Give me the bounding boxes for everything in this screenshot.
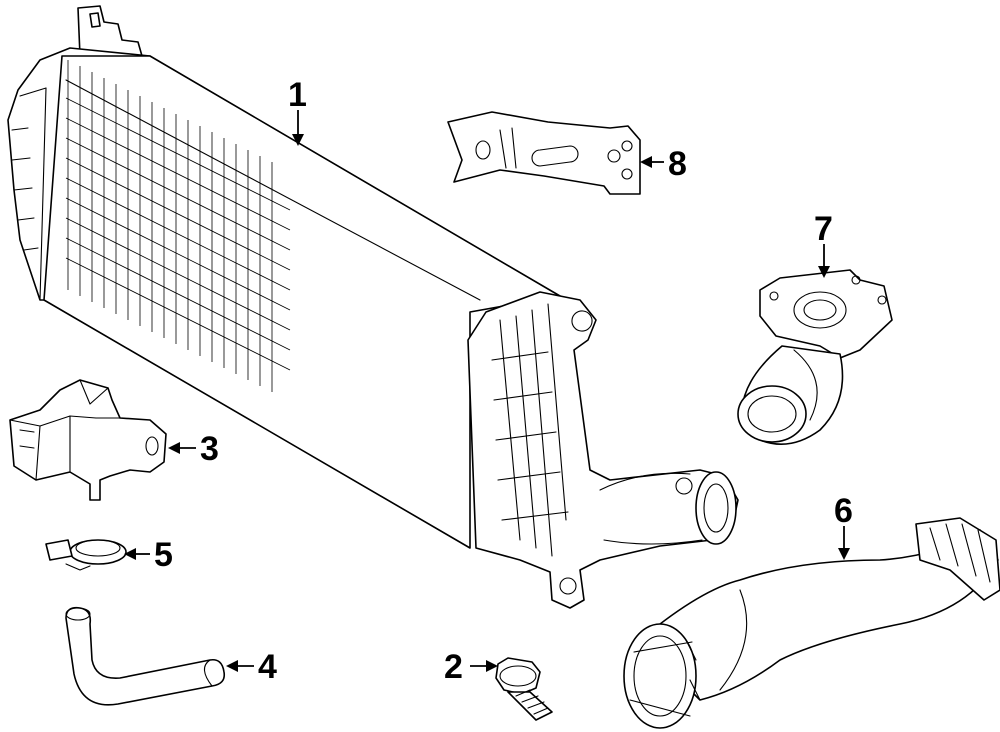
sensor-bracket[interactable]: [9, 379, 167, 501]
hose-clamp[interactable]: [45, 539, 127, 571]
intercooler[interactable]: [7, 5, 739, 609]
flange-bolt[interactable]: [495, 657, 553, 721]
callout-4: 4: [258, 648, 277, 686]
callout-8: 8: [668, 145, 687, 183]
callout-2: 2: [444, 648, 463, 686]
callout-3: 3: [200, 430, 219, 468]
callout-6: 6: [834, 492, 853, 530]
small-hose[interactable]: [65, 606, 226, 706]
callout-5: 5: [154, 536, 173, 574]
callout-1: 1: [288, 76, 307, 114]
bracket[interactable]: [447, 111, 641, 195]
callout-7: 7: [814, 210, 833, 248]
leader-lines: [124, 110, 850, 672]
inlet-pipe[interactable]: [737, 269, 893, 446]
outlet-hose[interactable]: [623, 517, 1000, 729]
